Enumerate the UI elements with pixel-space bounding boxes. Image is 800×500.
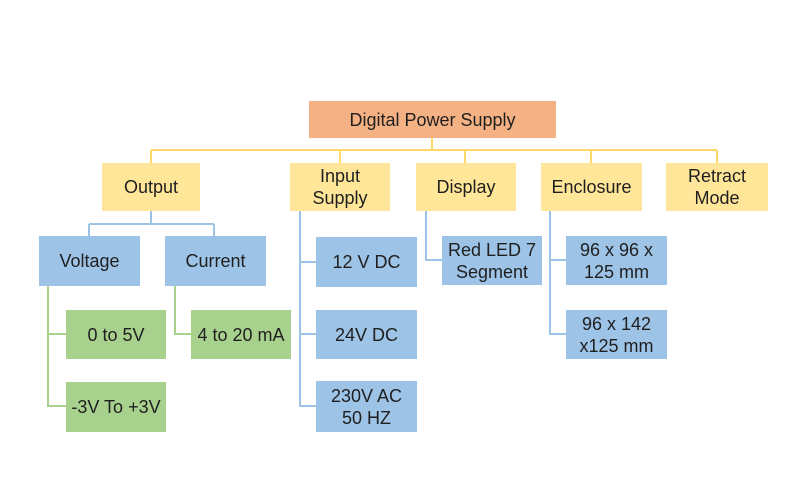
node-display-led: Red LED 7 Segment xyxy=(442,236,542,285)
node-root: Digital Power Supply xyxy=(309,101,556,138)
node-current: Current xyxy=(165,236,266,286)
node-enclosure-size-2: 96 x 142 x125 mm xyxy=(566,310,667,359)
voltage-spine xyxy=(47,286,66,407)
node-enclosure: Enclosure xyxy=(541,163,642,211)
node-input-supply: Input Supply xyxy=(290,163,390,211)
display-link xyxy=(425,211,442,261)
node-input-12v: 12 V DC xyxy=(316,237,417,287)
node-enclosure-size-1: 96 x 96 x 125 mm xyxy=(566,236,667,285)
node-voltage-range-1: 0 to 5V xyxy=(66,310,166,359)
node-voltage-range-2: -3V To +3V xyxy=(66,382,166,432)
input-spine xyxy=(299,211,316,407)
root-connectors xyxy=(150,138,718,163)
node-display: Display xyxy=(416,163,516,211)
node-input-24v: 24V DC xyxy=(316,310,417,359)
sub-connectors xyxy=(88,211,566,407)
current-link xyxy=(174,286,191,335)
node-voltage: Voltage xyxy=(39,236,140,286)
enclosure-spine xyxy=(549,211,566,335)
leaf-connectors xyxy=(47,286,191,407)
node-retract-mode: Retract Mode xyxy=(666,163,768,211)
node-current-range: 4 to 20 mA xyxy=(191,310,291,359)
node-input-230v: 230V AC 50 HZ xyxy=(316,381,417,432)
node-output: Output xyxy=(102,163,200,211)
